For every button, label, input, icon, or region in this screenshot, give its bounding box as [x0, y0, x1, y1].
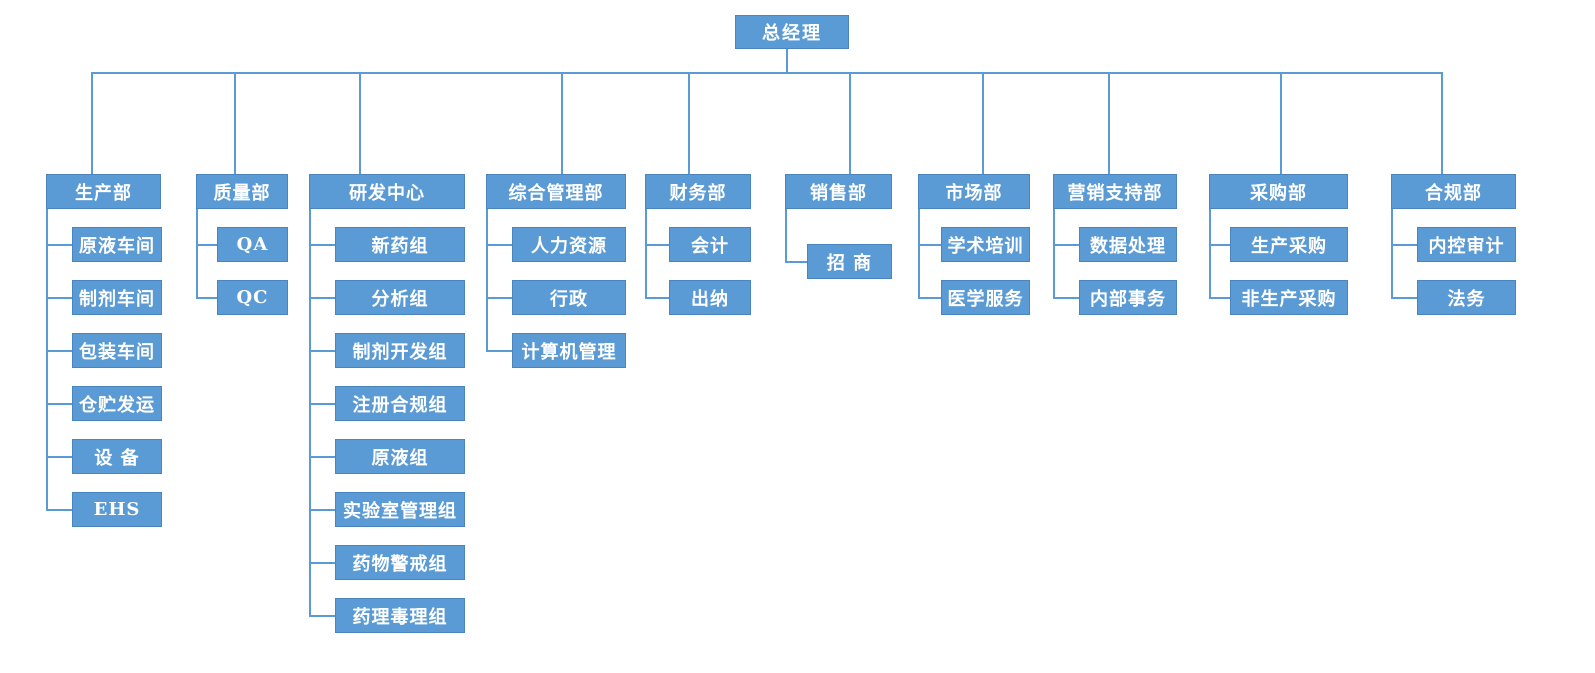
- connector-spine-purchasing: [1209, 209, 1211, 299]
- connector-spine-finance: [645, 209, 647, 299]
- unit-production-4: 设 备: [72, 439, 162, 474]
- dept-compliance: 合规部: [1391, 174, 1516, 209]
- dept-purchasing: 采购部: [1209, 174, 1348, 209]
- connector-branch-quality-1: [196, 296, 217, 299]
- connector-branch-marketing-support-1: [1053, 296, 1079, 299]
- unit-marketing-1: 医学服务: [941, 280, 1030, 315]
- unit-production-0: 原液车间: [72, 227, 162, 262]
- connector-drop-quality: [234, 72, 236, 174]
- unit-sales-0: 招 商: [807, 244, 892, 279]
- connector-branch-compliance-1: [1391, 296, 1417, 299]
- root-node-general-manager: 总经理: [735, 15, 849, 49]
- connector-branch-compliance-0: [1391, 243, 1417, 246]
- unit-quality-1: QC: [217, 280, 288, 315]
- unit-purchasing-1: 非生产采购: [1230, 280, 1348, 315]
- connector-branch-production-5: [46, 508, 72, 511]
- connector-branch-quality-0: [196, 243, 217, 246]
- unit-production-3: 仓贮发运: [72, 386, 162, 421]
- connector-branch-purchasing-1: [1209, 296, 1230, 299]
- connector-drop-compliance: [1441, 72, 1443, 174]
- connector-branch-rd-center-3: [309, 402, 335, 405]
- unit-general-admin-0: 人力资源: [512, 227, 626, 262]
- connector-branch-rd-center-2: [309, 349, 335, 352]
- unit-rd-center-4: 原液组: [335, 439, 465, 474]
- unit-purchasing-0: 生产采购: [1230, 227, 1348, 262]
- dept-general-admin: 综合管理部: [486, 174, 626, 209]
- unit-rd-center-7: 药理毒理组: [335, 598, 465, 633]
- dept-marketing: 市场部: [918, 174, 1030, 209]
- unit-marketing-0: 学术培训: [941, 227, 1030, 262]
- connector-branch-general-admin-0: [486, 243, 512, 246]
- connector-branch-production-1: [46, 296, 72, 299]
- unit-rd-center-6: 药物警戒组: [335, 545, 465, 580]
- connector-branch-production-3: [46, 402, 72, 405]
- connector-spine-sales: [785, 209, 787, 263]
- unit-rd-center-2: 制剂开发组: [335, 333, 465, 368]
- dept-finance: 财务部: [645, 174, 751, 209]
- connector-drop-sales: [849, 72, 851, 174]
- connector-branch-finance-0: [645, 243, 669, 246]
- connector-bus: [91, 72, 1443, 74]
- dept-rd-center: 研发中心: [309, 174, 465, 209]
- connector-branch-rd-center-6: [309, 561, 335, 564]
- connector-drop-marketing: [982, 72, 984, 174]
- connector-branch-production-4: [46, 455, 72, 458]
- connector-spine-compliance: [1391, 209, 1393, 299]
- dept-production: 生产部: [46, 174, 161, 209]
- connector-branch-general-admin-2: [486, 349, 512, 352]
- connector-branch-marketing-support-0: [1053, 243, 1079, 246]
- unit-production-2: 包装车间: [72, 333, 162, 368]
- connector-branch-rd-center-0: [309, 243, 335, 246]
- connector-drop-production: [91, 72, 93, 174]
- connector-drop-finance: [688, 72, 690, 174]
- connector-branch-marketing-0: [918, 243, 941, 246]
- dept-quality: 质量部: [196, 174, 288, 209]
- connector-drop-marketing-support: [1108, 72, 1110, 174]
- unit-production-1: 制剂车间: [72, 280, 162, 315]
- unit-production-5: EHS: [72, 492, 162, 527]
- dept-sales: 销售部: [785, 174, 892, 209]
- connector-drop-general-admin: [561, 72, 563, 174]
- unit-marketing-support-1: 内部事务: [1079, 280, 1177, 315]
- unit-rd-center-3: 注册合规组: [335, 386, 465, 421]
- connector-branch-marketing-1: [918, 296, 941, 299]
- unit-rd-center-1: 分析组: [335, 280, 465, 315]
- connector-branch-finance-1: [645, 296, 669, 299]
- connector-branch-production-2: [46, 349, 72, 352]
- connector-drop-rd-center: [359, 72, 361, 174]
- connector-branch-purchasing-0: [1209, 243, 1230, 246]
- connector-branch-production-0: [46, 243, 72, 246]
- connector-spine-quality: [196, 209, 198, 299]
- unit-compliance-0: 内控审计: [1417, 227, 1516, 262]
- connector-branch-rd-center-4: [309, 455, 335, 458]
- connector-branch-rd-center-7: [309, 614, 335, 617]
- connector-spine-general-admin: [486, 209, 488, 352]
- connector-spine-rd-center: [309, 209, 311, 617]
- unit-marketing-support-0: 数据处理: [1079, 227, 1177, 262]
- unit-rd-center-5: 实验室管理组: [335, 492, 465, 527]
- connector-branch-rd-center-5: [309, 508, 335, 511]
- unit-general-admin-2: 计算机管理: [512, 333, 626, 368]
- connector-branch-sales-0: [785, 260, 807, 263]
- unit-finance-0: 会计: [669, 227, 751, 262]
- connector-spine-marketing: [918, 209, 920, 299]
- unit-finance-1: 出纳: [669, 280, 751, 315]
- unit-general-admin-1: 行政: [512, 280, 626, 315]
- unit-quality-0: QA: [217, 227, 288, 262]
- unit-rd-center-0: 新药组: [335, 227, 465, 262]
- connector-spine-production: [46, 209, 48, 511]
- connector-root-down: [786, 49, 788, 72]
- connector-drop-purchasing: [1280, 72, 1282, 174]
- dept-marketing-support: 营销支持部: [1053, 174, 1177, 209]
- connector-branch-rd-center-1: [309, 296, 335, 299]
- connector-branch-general-admin-1: [486, 296, 512, 299]
- unit-compliance-1: 法务: [1417, 280, 1516, 315]
- connector-spine-marketing-support: [1053, 209, 1055, 299]
